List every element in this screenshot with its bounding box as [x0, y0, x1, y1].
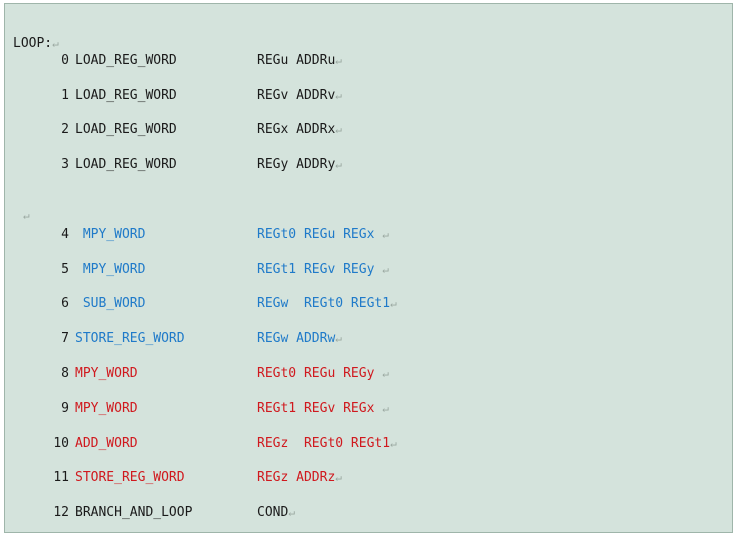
- line-number: 3: [61, 157, 69, 172]
- opcode: LOAD_REG_WORD: [75, 122, 177, 137]
- return-mark: ↵: [390, 437, 397, 450]
- return-mark: ↵: [52, 37, 59, 50]
- opcode: LOAD_REG_WORD: [75, 157, 177, 172]
- line-number: 1: [61, 88, 69, 103]
- operands: COND↵: [257, 505, 295, 520]
- line-number: 10: [53, 436, 69, 451]
- return-mark: ↵: [335, 123, 342, 136]
- opcode: MPY_WORD: [75, 262, 146, 277]
- line-number: 8: [61, 366, 69, 381]
- return-mark: ↵: [23, 209, 30, 222]
- instruction-row: 4 MPY_WORD REGt0 REGu REGx ↵: [5, 226, 732, 244]
- opcode: LOAD_REG_WORD: [75, 53, 177, 68]
- return-mark: ↵: [382, 263, 389, 276]
- return-mark: ↵: [390, 297, 397, 310]
- operands: REGy ADDRy↵: [257, 157, 342, 172]
- opcode: STORE_REG_WORD: [75, 331, 185, 346]
- operands: REGt1 REGv REGy ↵: [257, 262, 389, 277]
- operands: REGt1 REGv REGx ↵: [257, 401, 389, 416]
- return-mark: ↵: [335, 54, 342, 67]
- loop-label: LOOP:↵: [13, 36, 59, 51]
- operands: REGz REGt0 REGt1↵: [257, 436, 397, 451]
- instruction-row: 5 MPY_WORD REGt1 REGv REGy ↵: [5, 261, 732, 279]
- return-mark: ↵: [335, 332, 342, 345]
- instruction-row: 1 LOAD_REG_WORD REGv ADDRv↵: [5, 87, 732, 105]
- operands: REGt0 REGu REGy ↵: [257, 366, 389, 381]
- return-mark: ↵: [335, 89, 342, 102]
- line-number: 7: [61, 331, 69, 346]
- line-number: 9: [61, 401, 69, 416]
- line-number: 6: [61, 296, 69, 311]
- loop-label-line: LOOP:↵: [5, 17, 732, 51]
- return-mark: ↵: [382, 228, 389, 241]
- blank-line: ↵: [5, 189, 732, 222]
- line-number: 2: [61, 122, 69, 137]
- operands: REGw ADDRw↵: [257, 331, 342, 346]
- opcode: MPY_WORD: [75, 366, 138, 381]
- line-number: 11: [53, 470, 69, 485]
- operands: REGz ADDRz↵: [257, 470, 342, 485]
- instruction-row: 12 BRANCH_AND_LOOP COND↵: [5, 504, 732, 522]
- opcode: LOAD_REG_WORD: [75, 88, 177, 103]
- instruction-row: 7 STORE_REG_WORD REGw ADDRw↵: [5, 330, 732, 348]
- return-mark: ↵: [382, 367, 389, 380]
- opcode: BRANCH_AND_LOOP: [75, 505, 193, 520]
- instruction-row: 2 LOAD_REG_WORD REGx ADDRx↵: [5, 121, 732, 139]
- operands: REGw REGt0 REGt1↵: [257, 296, 397, 311]
- operands: REGx ADDRx↵: [257, 122, 342, 137]
- instruction-row: 9 MPY_WORD REGt1 REGv REGx ↵: [5, 400, 732, 418]
- line-number: 5: [61, 262, 69, 277]
- operands: REGv ADDRv↵: [257, 88, 342, 103]
- instruction-row: 11 STORE_REG_WORD REGz ADDRz↵: [5, 469, 732, 487]
- instruction-row: 0 LOAD_REG_WORD REGu ADDRu↵: [5, 52, 732, 70]
- return-mark: ↵: [335, 471, 342, 484]
- opcode: SUB_WORD: [75, 296, 146, 311]
- return-mark: ↵: [335, 158, 342, 171]
- opcode: MPY_WORD: [75, 401, 138, 416]
- operands: REGt0 REGu REGx ↵: [257, 227, 389, 242]
- instruction-row: 6 SUB_WORD REGw REGt0 REGt1↵: [5, 295, 732, 313]
- opcode: ADD_WORD: [75, 436, 138, 451]
- opcode: MPY_WORD: [75, 227, 146, 242]
- instruction-row: 10 ADD_WORD REGz REGt0 REGt1↵: [5, 435, 732, 453]
- line-number: 4: [61, 227, 69, 242]
- return-mark: ↵: [382, 402, 389, 415]
- opcode: STORE_REG_WORD: [75, 470, 185, 485]
- line-number: 0: [61, 53, 69, 68]
- instruction-row: 8 MPY_WORD REGt0 REGu REGy ↵: [5, 365, 732, 383]
- return-mark: ↵: [288, 506, 295, 519]
- line-number: 12: [53, 505, 69, 520]
- operands: REGu ADDRu↵: [257, 53, 342, 68]
- instruction-row: 3 LOAD_REG_WORD REGy ADDRy↵: [5, 156, 732, 174]
